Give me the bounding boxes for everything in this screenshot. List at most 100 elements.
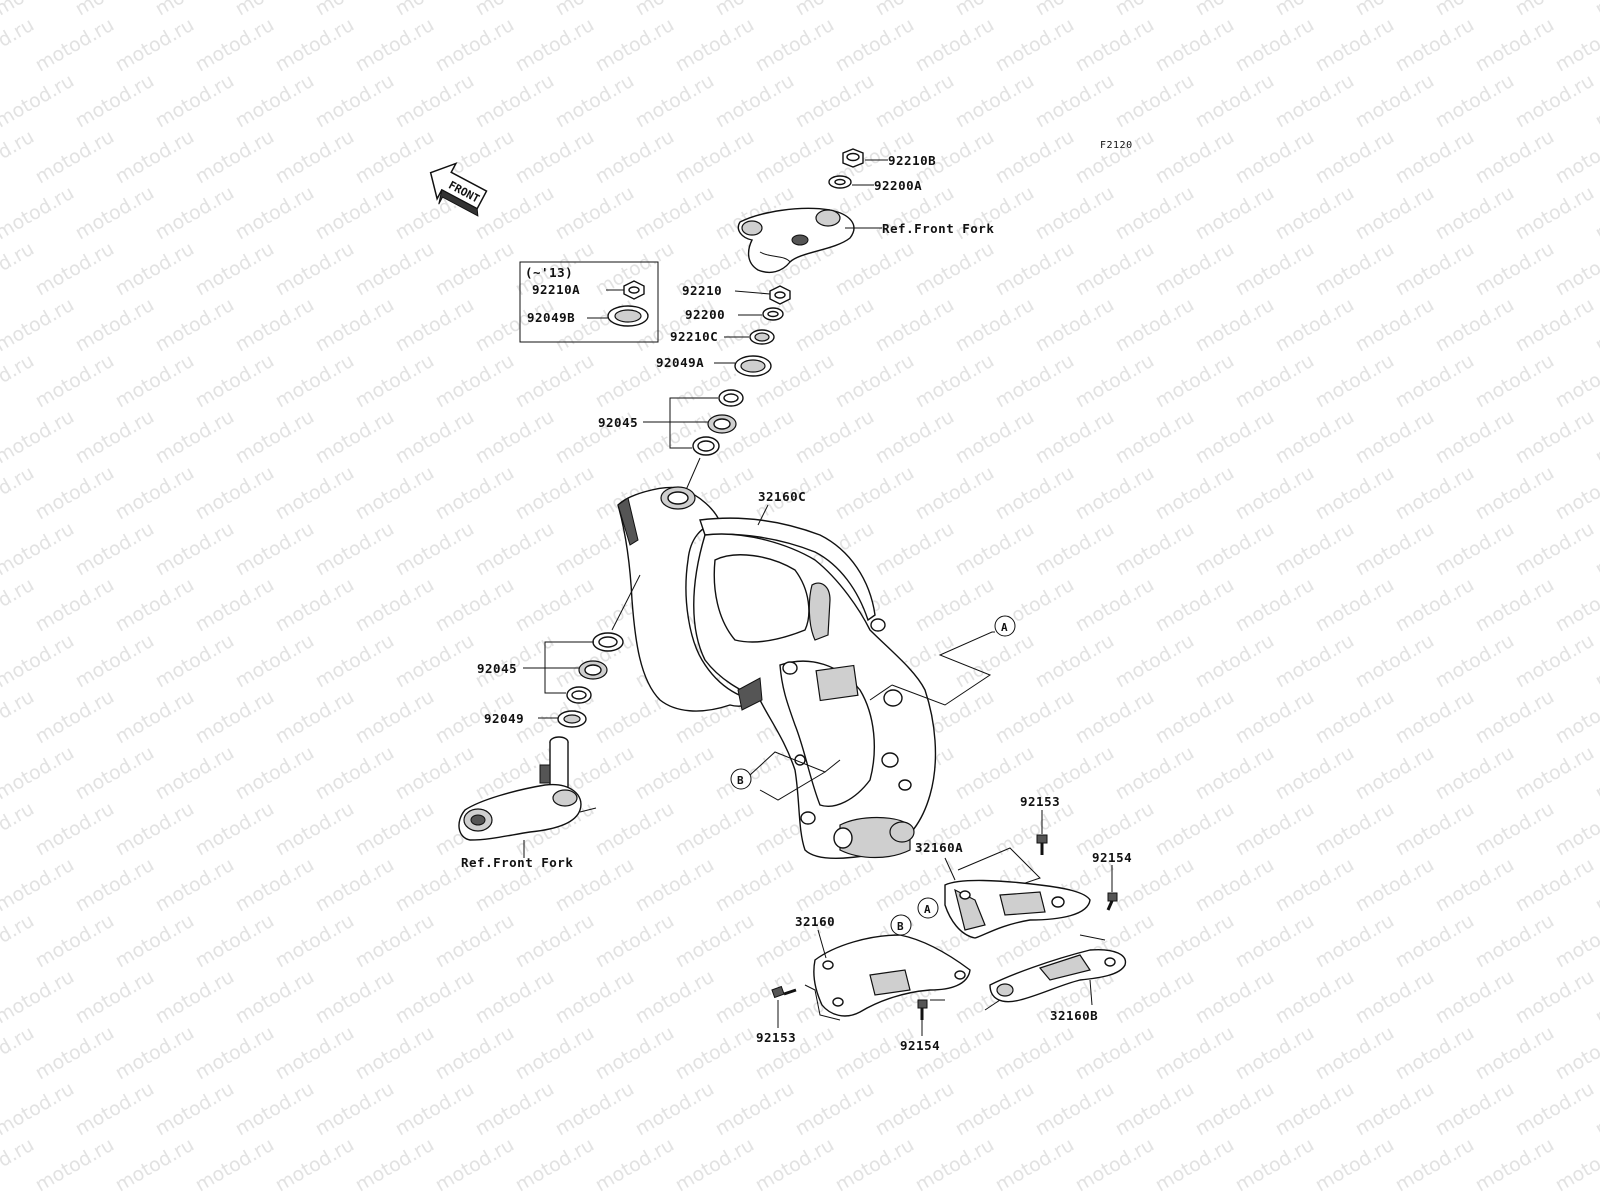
watermark-text: motod.ru [632, 294, 718, 357]
watermark-text: motod.ru [152, 630, 238, 693]
watermark-text: motod.ru [1112, 294, 1198, 357]
watermark-text: motod.ru [232, 0, 318, 20]
watermark-text: motod.ru [992, 1134, 1078, 1197]
watermark-text: motod.ru [1392, 1022, 1478, 1085]
watermark-text: motod.ru [1512, 1078, 1598, 1141]
watermark-text: motod.ru [1432, 0, 1518, 20]
watermark-text: motod.ru [1592, 70, 1600, 133]
watermark-text: motod.ru [312, 70, 398, 133]
label-92200: 92200 [685, 307, 725, 322]
watermark-text: motod.ru [1272, 0, 1358, 20]
watermark-text: motod.ru [1152, 126, 1238, 189]
watermark-text: motod.ru [0, 574, 38, 637]
watermark-text: motod.ru [1552, 350, 1600, 413]
watermark-text: motod.ru [472, 70, 558, 133]
bolt-92154-right [1108, 893, 1117, 910]
watermark-text: motod.ru [1272, 294, 1358, 357]
watermark-text: motod.ru [1432, 406, 1518, 469]
watermark-text: motod.ru [32, 910, 118, 973]
watermark-text: motod.ru [1352, 518, 1438, 581]
watermark-text: motod.ru [1472, 350, 1558, 413]
watermark-text: motod.ru [1232, 1134, 1318, 1197]
watermark-text: motod.ru [1072, 14, 1158, 77]
watermark-text: motod.ru [192, 910, 278, 973]
watermark-text: motod.ru [72, 70, 158, 133]
watermark-text: motod.ru [232, 854, 318, 917]
watermark-text: motod.ru [552, 0, 638, 20]
watermark-text: motod.ru [832, 1022, 918, 1085]
watermark-text: motod.ru [232, 70, 318, 133]
watermark-text: motod.ru [1592, 854, 1600, 917]
watermark-text: motod.ru [1512, 294, 1598, 357]
watermark-text: motod.ru [1192, 630, 1278, 693]
watermark-text: motod.ru [312, 518, 398, 581]
watermark-text: motod.ru [872, 1078, 958, 1141]
watermark-text: motod.ru [0, 1022, 38, 1085]
watermark-text: motod.ru [32, 350, 118, 413]
watermark-text: motod.ru [1232, 1022, 1318, 1085]
watermark-text: motod.ru [1552, 14, 1600, 77]
watermark-text: motod.ru [0, 798, 38, 861]
watermark-text: motod.ru [512, 910, 598, 973]
watermark-text: motod.ru [1272, 854, 1358, 917]
watermark-text: motod.ru [0, 742, 78, 805]
watermark-text: motod.ru [1032, 518, 1118, 581]
watermark-text: motod.ru [232, 182, 318, 245]
watermark-text: motod.ru [672, 798, 758, 861]
watermark-text: motod.ru [1232, 462, 1318, 525]
watermark-text: motod.ru [832, 14, 918, 77]
label-92045-top: 92045 [598, 415, 638, 430]
watermark-text: motod.ru [1392, 14, 1478, 77]
watermark-text: motod.ru [312, 630, 398, 693]
watermark-text: motod.ru [832, 462, 918, 525]
watermark-text: motod.ru [1032, 1078, 1118, 1141]
watermark-text: motod.ru [952, 294, 1038, 357]
watermark-text: motod.ru [1552, 1134, 1600, 1197]
watermark-text: motod.ru [432, 1022, 518, 1085]
watermark-text: motod.ru [1152, 686, 1238, 749]
label-92210b: 92210B [888, 153, 936, 168]
watermark-text: motod.ru [472, 294, 558, 357]
watermark-text: motod.ru [912, 574, 998, 637]
watermark-text: motod.ru [272, 350, 358, 413]
watermark-text: motod.ru [0, 14, 38, 77]
label-32160a: 32160A [915, 840, 963, 855]
label-92049: 92049 [484, 711, 524, 726]
watermark-text: motod.ru [112, 126, 198, 189]
watermark-text: motod.ru [952, 518, 1038, 581]
watermark-text: motod.ru [1432, 294, 1518, 357]
watermark-text: motod.ru [1512, 70, 1598, 133]
watermark-text: motod.ru [792, 1078, 878, 1141]
svg-text:B: B [737, 774, 744, 787]
watermark-text: motod.ru [1152, 462, 1238, 525]
watermark-text: motod.ru [272, 462, 358, 525]
watermark-text: motod.ru [1592, 518, 1600, 581]
watermark-text: motod.ru [1192, 966, 1278, 1029]
watermark-text: motod.ru [392, 742, 478, 805]
watermark-text: motod.ru [672, 910, 758, 973]
watermark-text: motod.ru [1592, 294, 1600, 357]
watermark-text: motod.ru [1232, 350, 1318, 413]
watermark-text: motod.ru [1312, 462, 1398, 525]
watermark-text: motod.ru [952, 406, 1038, 469]
watermark-text: motod.ru [912, 1022, 998, 1085]
watermark-text: motod.ru [592, 910, 678, 973]
watermark-text: motod.ru [792, 294, 878, 357]
watermark-text: motod.ru [712, 70, 798, 133]
watermark-text: motod.ru [312, 1078, 398, 1141]
watermark-text: motod.ru [592, 1134, 678, 1197]
watermark-text: motod.ru [832, 1134, 918, 1197]
watermark-text: motod.ru [1232, 14, 1318, 77]
watermark-text: motod.ru [152, 70, 238, 133]
watermark-text: motod.ru [1152, 1134, 1238, 1197]
watermark-text: motod.ru [32, 462, 118, 525]
label-92154-right: 92154 [1092, 850, 1132, 865]
watermark-text: motod.ru [1552, 910, 1600, 973]
watermark-text: motod.ru [632, 1078, 718, 1141]
watermark-text: motod.ru [912, 350, 998, 413]
watermark-text: motod.ru [512, 1022, 598, 1085]
watermark-text: motod.ru [1352, 294, 1438, 357]
watermark-text: motod.ru [832, 238, 918, 301]
figure-code: F2120 [1100, 140, 1133, 151]
watermark-text: motod.ru [1072, 462, 1158, 525]
